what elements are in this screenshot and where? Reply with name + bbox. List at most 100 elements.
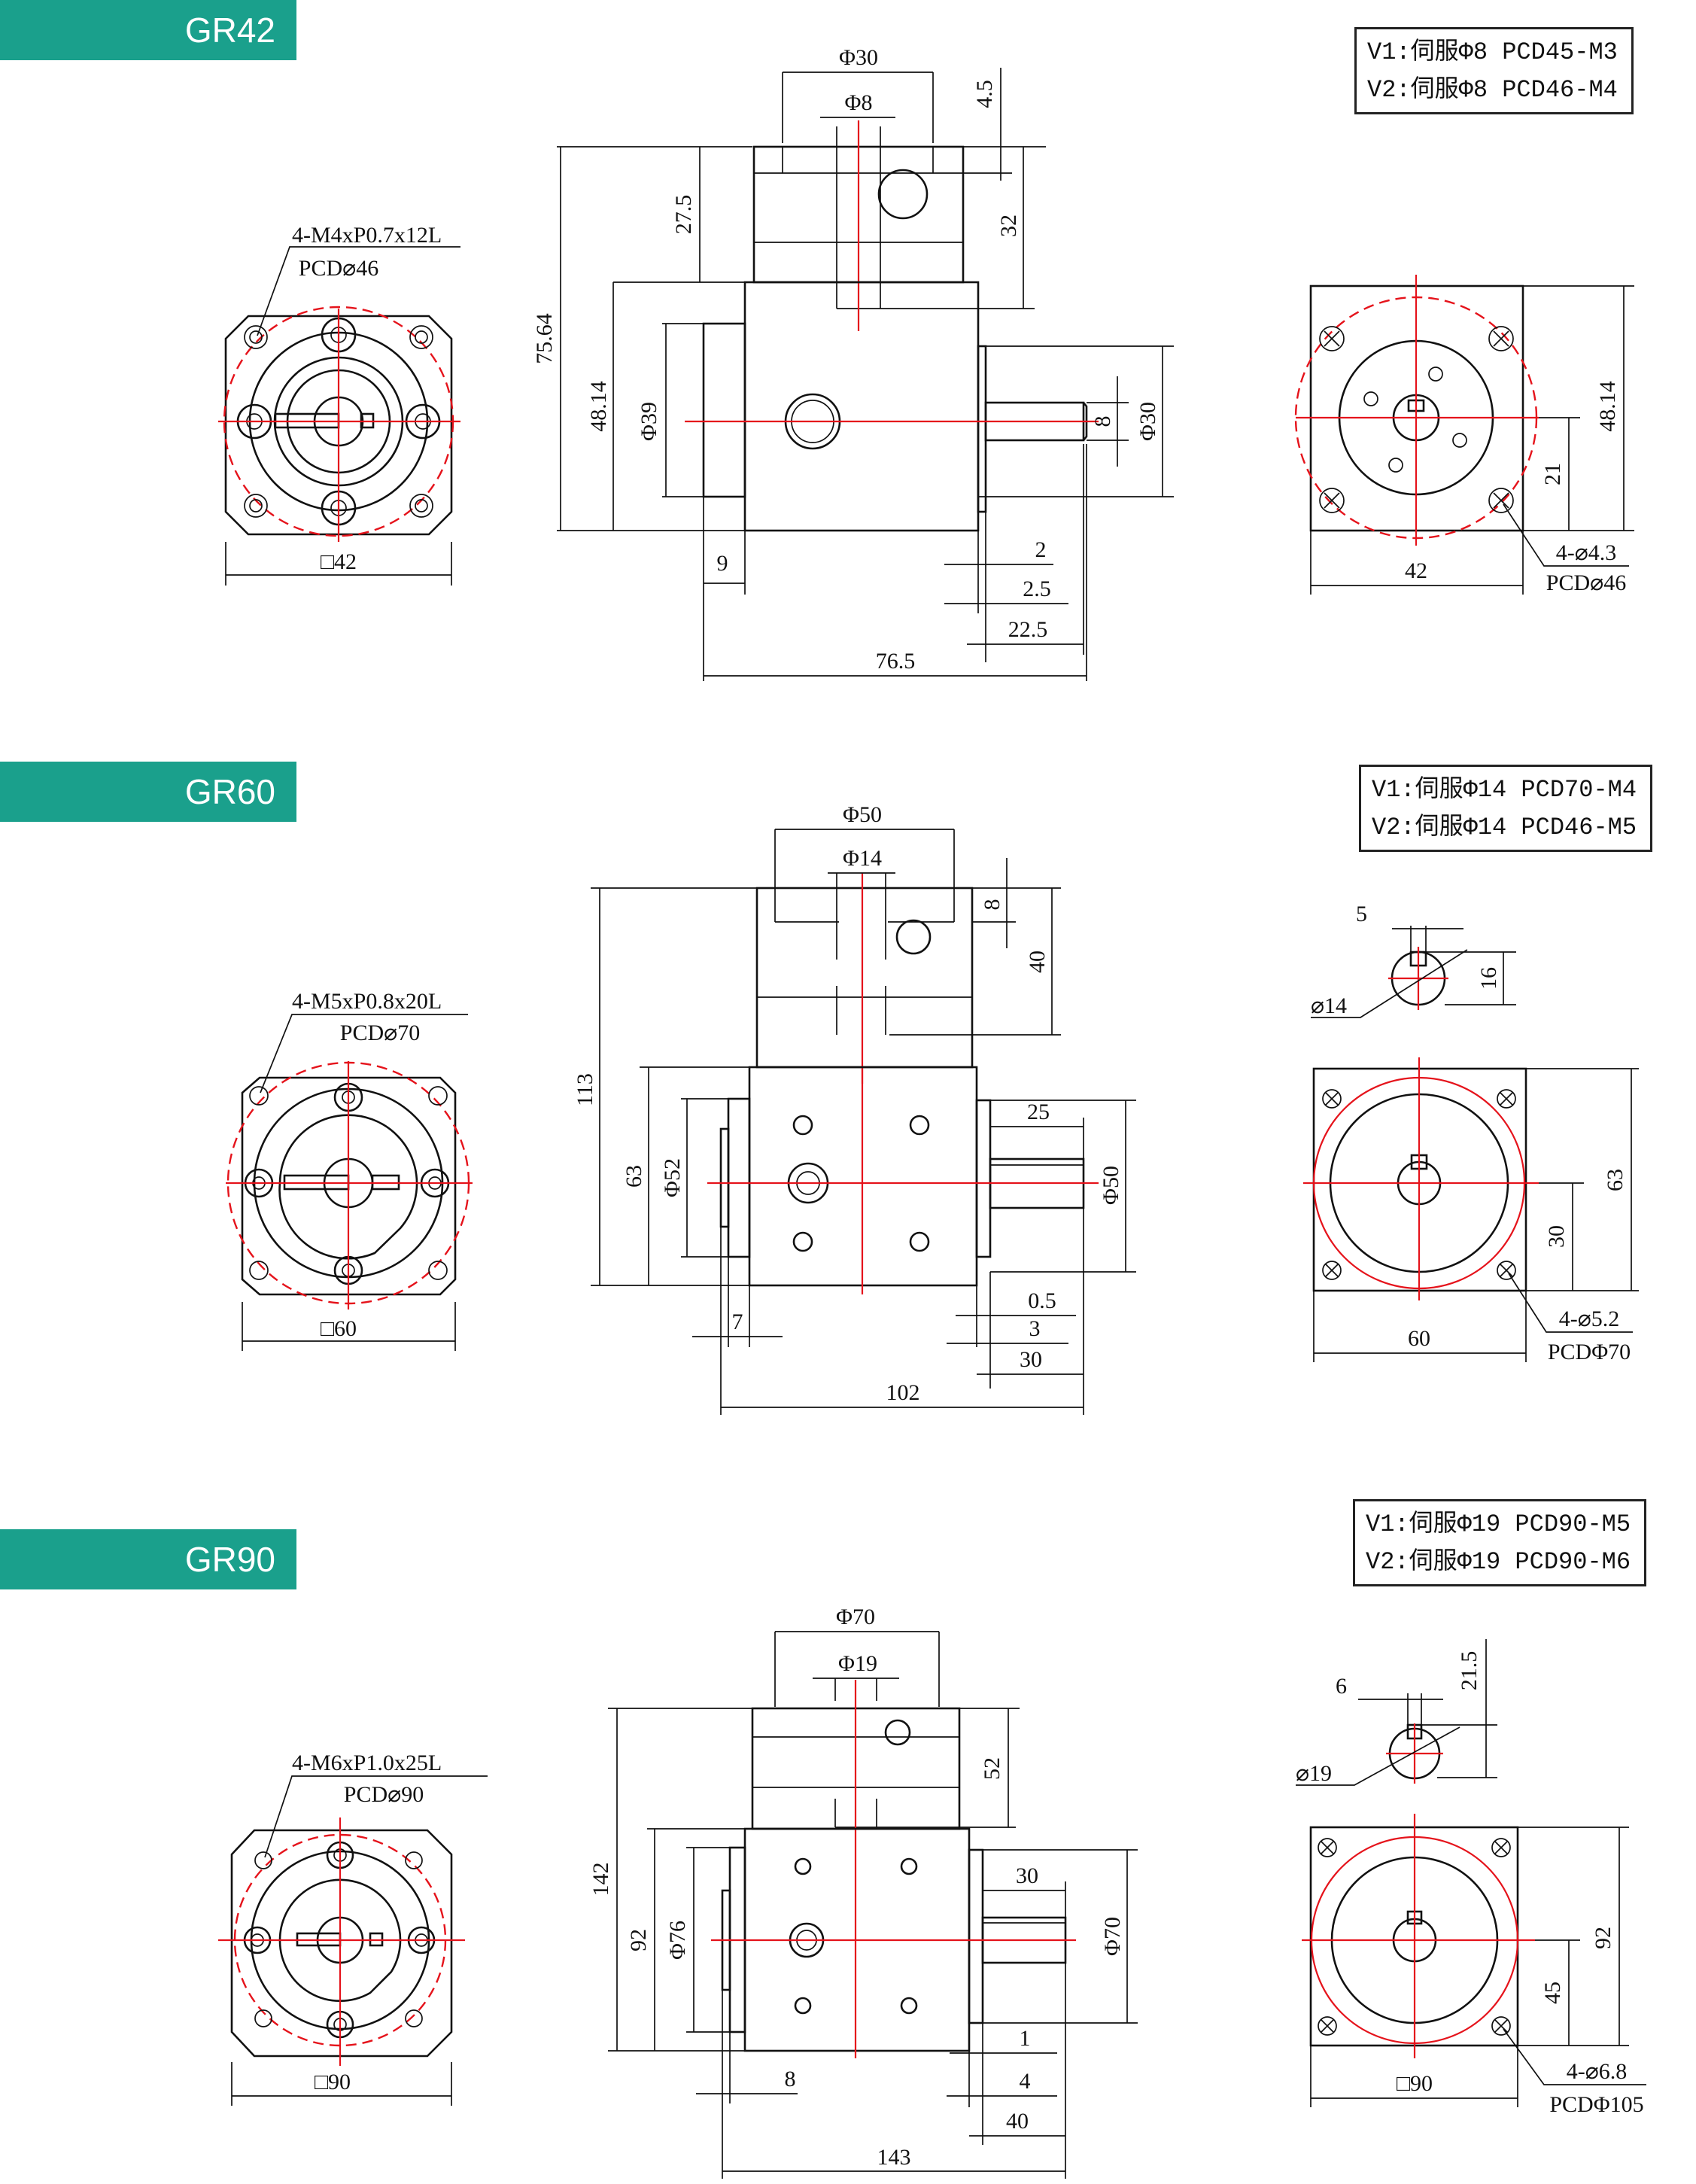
gr90-front-view: 4-M6xP1.0x25L PCD⌀90 □90 (218, 1751, 488, 2106)
spec-line-v1: V1:伺服Φ19 PCD90-M5 (1366, 1510, 1631, 1538)
gr42-dim-step1: 2 (1035, 537, 1047, 562)
gr42-front-view: 4-M4xP0.7x12L PCD⌀46 □42 (218, 223, 460, 586)
gr90-front-callout-1: 4-M6xP1.0x25L (292, 1751, 442, 1775)
gr90-dim-step1: 1 (1020, 2026, 1031, 2051)
spec-line-v1: V1:伺服Φ8 PCD45-M3 (1367, 38, 1618, 66)
gr90-dim-flange: 8 (785, 2067, 796, 2091)
gr90-dim-out-pilot: Φ70 (1100, 1917, 1125, 1956)
gr90-rear-center: 45 (1540, 1982, 1565, 2004)
section-tag-label: GR60 (184, 772, 275, 811)
gr42-dia-shaft: Φ8 (845, 90, 873, 115)
gr60-key-dia: ⌀14 (1311, 993, 1347, 1018)
gr60-dim-top-len: 40 (1025, 951, 1050, 973)
gr60-rear-pcd: PCDΦ70 (1548, 1340, 1631, 1364)
gr60-dim-step1: 0.5 (1028, 1288, 1056, 1313)
gr42-front-callout-1: 4-M4xP0.7x12L (292, 223, 442, 248)
gr90-key-dia: ⌀19 (1296, 1761, 1332, 1786)
gr90-rear-hole: 4-⌀6.8 (1567, 2059, 1628, 2084)
gr42-dim-out-pilot: Φ30 (1135, 402, 1160, 441)
gr42-dim-shaft-len: 22.5 (1008, 617, 1048, 642)
gr90-dim-body-h: 92 (626, 1929, 651, 1951)
gr60-key-width: 5 (1356, 902, 1367, 926)
section-tag-gr90: GR90 (0, 1529, 296, 1589)
gr60-front-size: □60 (321, 1316, 357, 1341)
gr60-front-callout-2: PCD⌀70 (340, 1021, 420, 1045)
gr42-rear-height: 48.14 (1595, 381, 1620, 432)
gr60-dim-total-len: 102 (886, 1380, 920, 1405)
gr60-key-height: 16 (1476, 967, 1501, 990)
gr60-dim-body-h: 63 (622, 1165, 646, 1188)
gr60-front-callout-1: 4-M5xP0.8x20L (292, 989, 442, 1014)
gr42-front-callout-2: PCD⌀46 (299, 256, 378, 281)
gr42-dim-step2: 2.5 (1023, 576, 1051, 601)
gr90-rear-width: □90 (1397, 2071, 1433, 2096)
gr90-dim-top-len: 52 (980, 1757, 1005, 1780)
gr60-dim-pilot: Φ52 (660, 1158, 685, 1197)
gr42-rear-center: 21 (1540, 463, 1565, 485)
gr60-dim-total-h: 113 (573, 1073, 597, 1106)
gr42-dim-upper: 27.5 (671, 195, 696, 235)
gr60-rear-height: 63 (1603, 1169, 1628, 1191)
gr60-dim-key: 25 (1027, 1100, 1050, 1124)
gr90-side-view: Φ70 Φ19 52 142 92 Φ76 30 Φ70 8 1 (588, 1605, 1138, 2179)
gr60-dia-top: Φ50 (843, 802, 882, 827)
gr42-rear-hole: 4-⌀4.3 (1556, 540, 1617, 565)
gr42-rear-width: 42 (1405, 558, 1427, 583)
spec-box-gr60: V1:伺服Φ14 PCD70-M4 V2:伺服Φ14 PCD46-M5 (1359, 765, 1653, 852)
spec-box-gr42: V1:伺服Φ8 PCD45-M3 V2:伺服Φ8 PCD46-M4 (1354, 27, 1634, 114)
gr60-rear-width: 60 (1408, 1326, 1430, 1351)
gr90-rear-view: 92 45 □90 4-⌀6.8 PCDΦ105 (1302, 1814, 1646, 2117)
gr90-key-width: 6 (1336, 1674, 1347, 1699)
gr60-dim-out-pilot: Φ50 (1099, 1166, 1123, 1205)
gr60-rear-hole: 4-⌀5.2 (1559, 1306, 1620, 1331)
gr42-dim-out-shaft: 8 (1090, 416, 1115, 427)
spec-line-v2: V2:伺服Φ8 PCD46-M4 (1367, 76, 1618, 104)
gr90-rear-height: 92 (1591, 1927, 1615, 1949)
gr90-front-callout-2: PCD⌀90 (344, 1782, 424, 1807)
spec-line-v1: V1:伺服Φ14 PCD70-M4 (1372, 776, 1637, 804)
gr42-dia-top: Φ30 (839, 45, 878, 70)
spec-box-gr90: V1:伺服Φ19 PCD90-M5 V2:伺服Φ19 PCD90-M6 (1353, 1499, 1647, 1586)
gr90-dia-top: Φ70 (836, 1605, 875, 1629)
gr90-dim-key: 30 (1016, 1863, 1038, 1888)
gr90-dim-total-h: 142 (588, 1863, 613, 1897)
gr42-rear-view: 48.14 21 42 4-⌀4.3 PCD⌀46 (1294, 275, 1634, 595)
gr90-key-detail: 6 21.5 ⌀19 (1296, 1639, 1497, 1786)
spec-line-v2: V2:伺服Φ19 PCD90-M6 (1366, 1548, 1631, 1576)
gr90-dim-step2: 4 (1020, 2069, 1031, 2094)
gr60-side-view: Φ50 Φ14 8 40 113 63 Φ52 25 Φ50 7 (573, 802, 1136, 1415)
gr60-front-view: 4-M5xP0.8x20L PCD⌀70 □60 (226, 989, 473, 1351)
gr90-dim-pilot: Φ76 (665, 1921, 690, 1960)
gr90-key-height: 21.5 (1457, 1651, 1482, 1691)
gr42-dim-flange: 9 (717, 551, 728, 576)
gr42-dim-total-len: 76.5 (876, 649, 916, 674)
gr60-dim-flange: 7 (732, 1309, 743, 1334)
gr42-dim-top-gap: 4.5 (972, 80, 997, 108)
gr60-dia-shaft: Φ14 (843, 846, 882, 871)
gr42-rear-pcd: PCD⌀46 (1546, 570, 1626, 595)
gr42-front-size: □42 (321, 549, 357, 574)
section-tag-label: GR90 (184, 1540, 275, 1579)
gr90-dim-total-len: 143 (877, 2145, 911, 2170)
gr42-dim-top-len: 32 (996, 214, 1021, 237)
gr42-side-view: Φ30 Φ8 4.5 32 27.5 75.64 48.14 Φ39 8 Φ30… (532, 45, 1174, 681)
gr60-dim-step2: 3 (1029, 1316, 1041, 1341)
spec-line-v2: V2:伺服Φ14 PCD46-M5 (1372, 814, 1637, 841)
gr42-dim-total-h: 75.64 (532, 313, 557, 364)
section-tag-gr42: GR42 (0, 0, 296, 60)
gr60-rear-center: 30 (1544, 1225, 1569, 1248)
section-tag-label: GR42 (184, 11, 275, 50)
gr42-dim-body-h: 48.14 (586, 381, 611, 432)
gr60-dim-shaft-len: 30 (1020, 1347, 1042, 1372)
section-tag-gr60: GR60 (0, 762, 296, 822)
gr90-dia-shaft: Φ19 (838, 1651, 877, 1676)
gr60-key-detail: 5 16 ⌀14 (1311, 902, 1516, 1018)
gr90-rear-pcd: PCDΦ105 (1549, 2092, 1643, 2117)
gr90-dim-shaft-len: 40 (1006, 2109, 1029, 2134)
gr60-rear-view: 63 30 60 4-⌀5.2 PCDΦ70 (1303, 1057, 1639, 1364)
gr60-dim-top-gap: 8 (980, 899, 1005, 911)
gr90-front-size: □90 (315, 2070, 351, 2094)
gr42-dim-pilot: Φ39 (637, 402, 661, 441)
